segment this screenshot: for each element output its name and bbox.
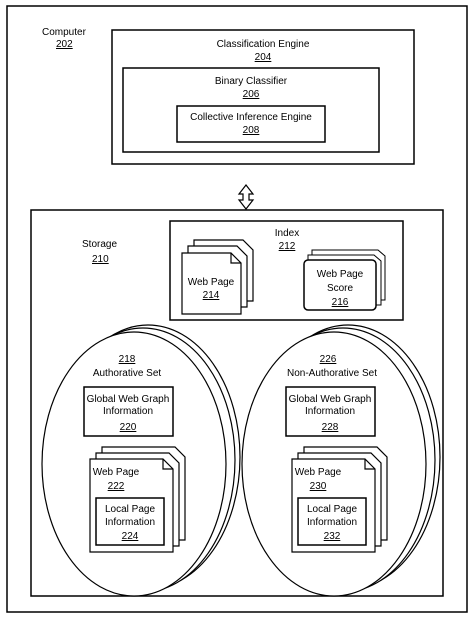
classification-engine-label: Classification Engine	[217, 39, 310, 50]
non-authoritative-web-page-label: Web Page	[295, 467, 342, 478]
collective-inference-engine-box: Collective Inference Engine 208	[176, 105, 326, 143]
non-authoritative-global-graph-line1: Global Web Graph	[289, 394, 372, 405]
authoritative-web-page-label: Web Page	[93, 467, 140, 478]
non-authoritative-global-graph-box: Global Web Graph Information 228	[285, 386, 376, 437]
authoritative-global-graph-ref: 220	[120, 422, 137, 433]
authoritative-global-graph-line1: Global Web Graph	[87, 394, 170, 405]
figure-frame	[6, 5, 468, 613]
non-authoritative-local-info-line1: Local Page	[307, 504, 357, 515]
classification-engine-ref: 204	[255, 52, 272, 63]
web-page-score-line2: Score	[327, 283, 354, 294]
non-authoritative-global-graph-ref: 228	[322, 422, 339, 433]
authoritative-set: 218 Authorative Set Global Web Graph Inf…	[41, 324, 241, 597]
index-web-page-stack: Web Page 214	[181, 239, 254, 315]
authoritative-local-info-line1: Local Page	[105, 504, 155, 515]
index-label: Index	[275, 228, 299, 239]
non-authoritative-set: 226 Non-Authorative Set Global Web Graph…	[241, 324, 441, 597]
authoritative-local-info-line2: Information	[105, 517, 155, 528]
non-authoritative-web-page-ref: 230	[310, 481, 327, 492]
authoritative-local-info-box: Local Page Information 224	[95, 497, 165, 546]
storage-ref: 210	[92, 254, 109, 265]
authoritative-local-info-ref: 224	[122, 531, 139, 542]
non-authoritative-global-graph-line2: Information	[305, 406, 355, 417]
non-authoritative-local-info-line2: Information	[307, 517, 357, 528]
index-web-page-label: Web Page	[188, 277, 235, 288]
non-authoritative-set-ref: 226	[320, 354, 337, 365]
non-authoritative-local-info-box: Local Page Information 232	[297, 497, 367, 546]
computer-label: Computer	[42, 27, 87, 38]
computer-ref: 202	[56, 39, 73, 50]
index-ref: 212	[279, 241, 296, 252]
collective-inference-engine-ref: 208	[243, 125, 260, 136]
web-page-score-ref: 216	[332, 297, 349, 308]
authoritative-set-ref: 218	[119, 354, 136, 365]
double-arrow-icon	[237, 184, 255, 210]
collective-inference-engine-label: Collective Inference Engine	[190, 112, 312, 123]
authoritative-web-page-ref: 222	[108, 481, 125, 492]
storage-label: Storage	[82, 239, 117, 250]
web-page-score-stack: Web Page Score 216	[303, 249, 386, 311]
authoritative-set-label: Authorative Set	[93, 368, 162, 379]
non-authoritative-local-info-ref: 232	[324, 531, 341, 542]
non-authoritative-set-label: Non-Authorative Set	[287, 368, 377, 379]
index-web-page-ref: 214	[203, 290, 220, 301]
authoritative-global-graph-line2: Information	[103, 406, 153, 417]
binary-classifier-ref: 206	[243, 89, 260, 100]
binary-classifier-label: Binary Classifier	[215, 76, 288, 87]
web-page-score-line1: Web Page	[317, 269, 364, 280]
authoritative-global-graph-box: Global Web Graph Information 220	[83, 386, 174, 437]
